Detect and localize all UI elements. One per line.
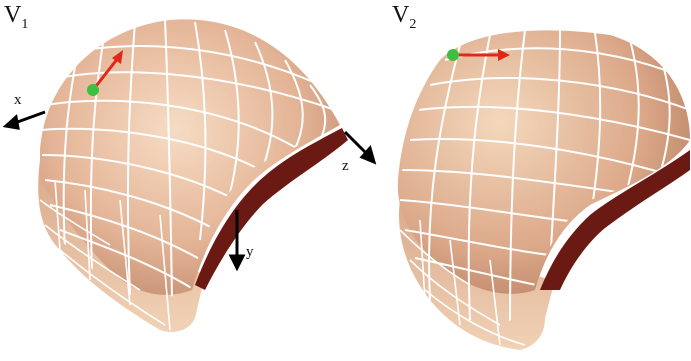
panel-label-v1: V1 (4, 2, 28, 33)
axis-label-z: z (342, 158, 349, 175)
green-point-v1 (87, 84, 99, 96)
green-point-v2 (447, 49, 459, 61)
z-axis-arrow (345, 132, 368, 155)
panel-v2 (398, 30, 690, 350)
axis-label-y: y (246, 244, 254, 261)
panel-label-v2: V2 (392, 2, 416, 33)
y-axis-arrowhead (231, 256, 243, 268)
panel-v1 (6, 19, 374, 332)
x-axis-arrowhead (6, 117, 18, 128)
axis-label-x: x (14, 92, 22, 109)
